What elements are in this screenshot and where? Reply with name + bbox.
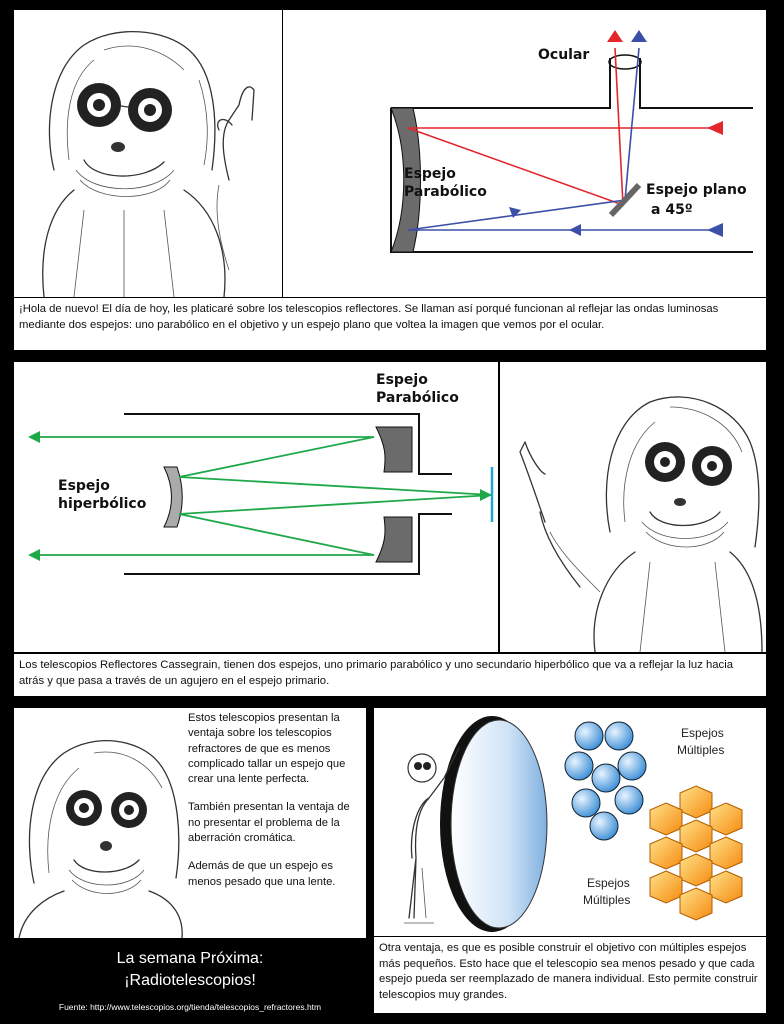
advantage-paragraph-2: También presentan la ventaja de no prese… bbox=[188, 801, 350, 845]
comic-panel-4-illustration: Espejos Múltiples Espejos Múltiples bbox=[374, 708, 766, 936]
label-bottom-2: Múltiples bbox=[583, 893, 630, 907]
comic-panel-2-diagram: Espejo Parabólico Espejo hiperbólico bbox=[14, 362, 498, 652]
label-flat-2: a 45º bbox=[651, 202, 693, 218]
label-parabolic-2: Parabólico bbox=[376, 390, 459, 406]
label-top-1: Espejos bbox=[681, 726, 724, 740]
advantages-text: Estos telescopios presentan la ventaja s… bbox=[188, 711, 364, 903]
character-sketch-surprised bbox=[18, 740, 183, 938]
secondary-hyperbolic-mirror bbox=[163, 466, 183, 528]
comic-panel-1-diagram: Ocular Espejo Parabólico Espejo plano a … bbox=[283, 10, 766, 297]
primary-mirror-top bbox=[375, 426, 413, 473]
advantage-paragraph-1: Estos telescopios presentan la ventaja s… bbox=[188, 712, 346, 786]
character-sketch-pointing bbox=[519, 396, 763, 652]
caption-panel-1: ¡Hola de nuevo! El día de hoy, les plati… bbox=[14, 298, 766, 350]
eyepiece-lens bbox=[608, 54, 642, 70]
comic-panel-3: Estos telescopios presentan la ventaja s… bbox=[14, 708, 366, 938]
flat-mirror bbox=[608, 182, 642, 218]
advantage-paragraph-3: Además de que un espejo es menos pesado … bbox=[188, 860, 336, 888]
label-parabolic-1: Espejo bbox=[404, 166, 456, 182]
caption-panel-4: Otra ventaja, es que es posible construi… bbox=[374, 937, 766, 1013]
source-credit: Fuente: http://www.telescopios.org/tiend… bbox=[58, 1002, 322, 1012]
round-mirror-cluster bbox=[564, 721, 647, 841]
label-parabolic-2: Parabólico bbox=[404, 184, 487, 200]
next-week-line-2: ¡Radiotelescopios! bbox=[124, 972, 256, 989]
parabolic-mirror bbox=[390, 107, 421, 253]
next-week-line-1: La semana Próxima: bbox=[116, 950, 264, 967]
multiple-mirrors-illustration: Espejos Múltiples Espejos Múltiples bbox=[404, 716, 743, 932]
label-flat-1: Espejo plano bbox=[646, 182, 747, 198]
large-single-mirror bbox=[450, 719, 548, 929]
label-hyperbolic-1: Espejo bbox=[58, 478, 110, 494]
character-sketch-pointing-up bbox=[42, 30, 255, 297]
label-ocular: Ocular bbox=[538, 47, 589, 63]
newtonian-telescope-diagram: Ocular Espejo Parabólico Espejo plano a … bbox=[390, 30, 753, 253]
comic-panel-2-character bbox=[500, 362, 766, 652]
hexagonal-mirror-array bbox=[649, 785, 743, 921]
cassegrain-telescope-diagram: Espejo Parabólico Espejo hiperbólico bbox=[28, 372, 494, 575]
comic-panel-1-character bbox=[14, 10, 282, 297]
label-bottom-1: Espejos bbox=[587, 876, 630, 890]
caption-panel-2: Los telescopios Reflectores Cassegrain, … bbox=[14, 654, 766, 696]
label-parabolic-1: Espejo bbox=[376, 372, 428, 388]
label-top-2: Múltiples bbox=[677, 743, 724, 757]
label-hyperbolic-2: hiperbólico bbox=[58, 496, 147, 512]
primary-mirror-bottom bbox=[375, 516, 413, 563]
